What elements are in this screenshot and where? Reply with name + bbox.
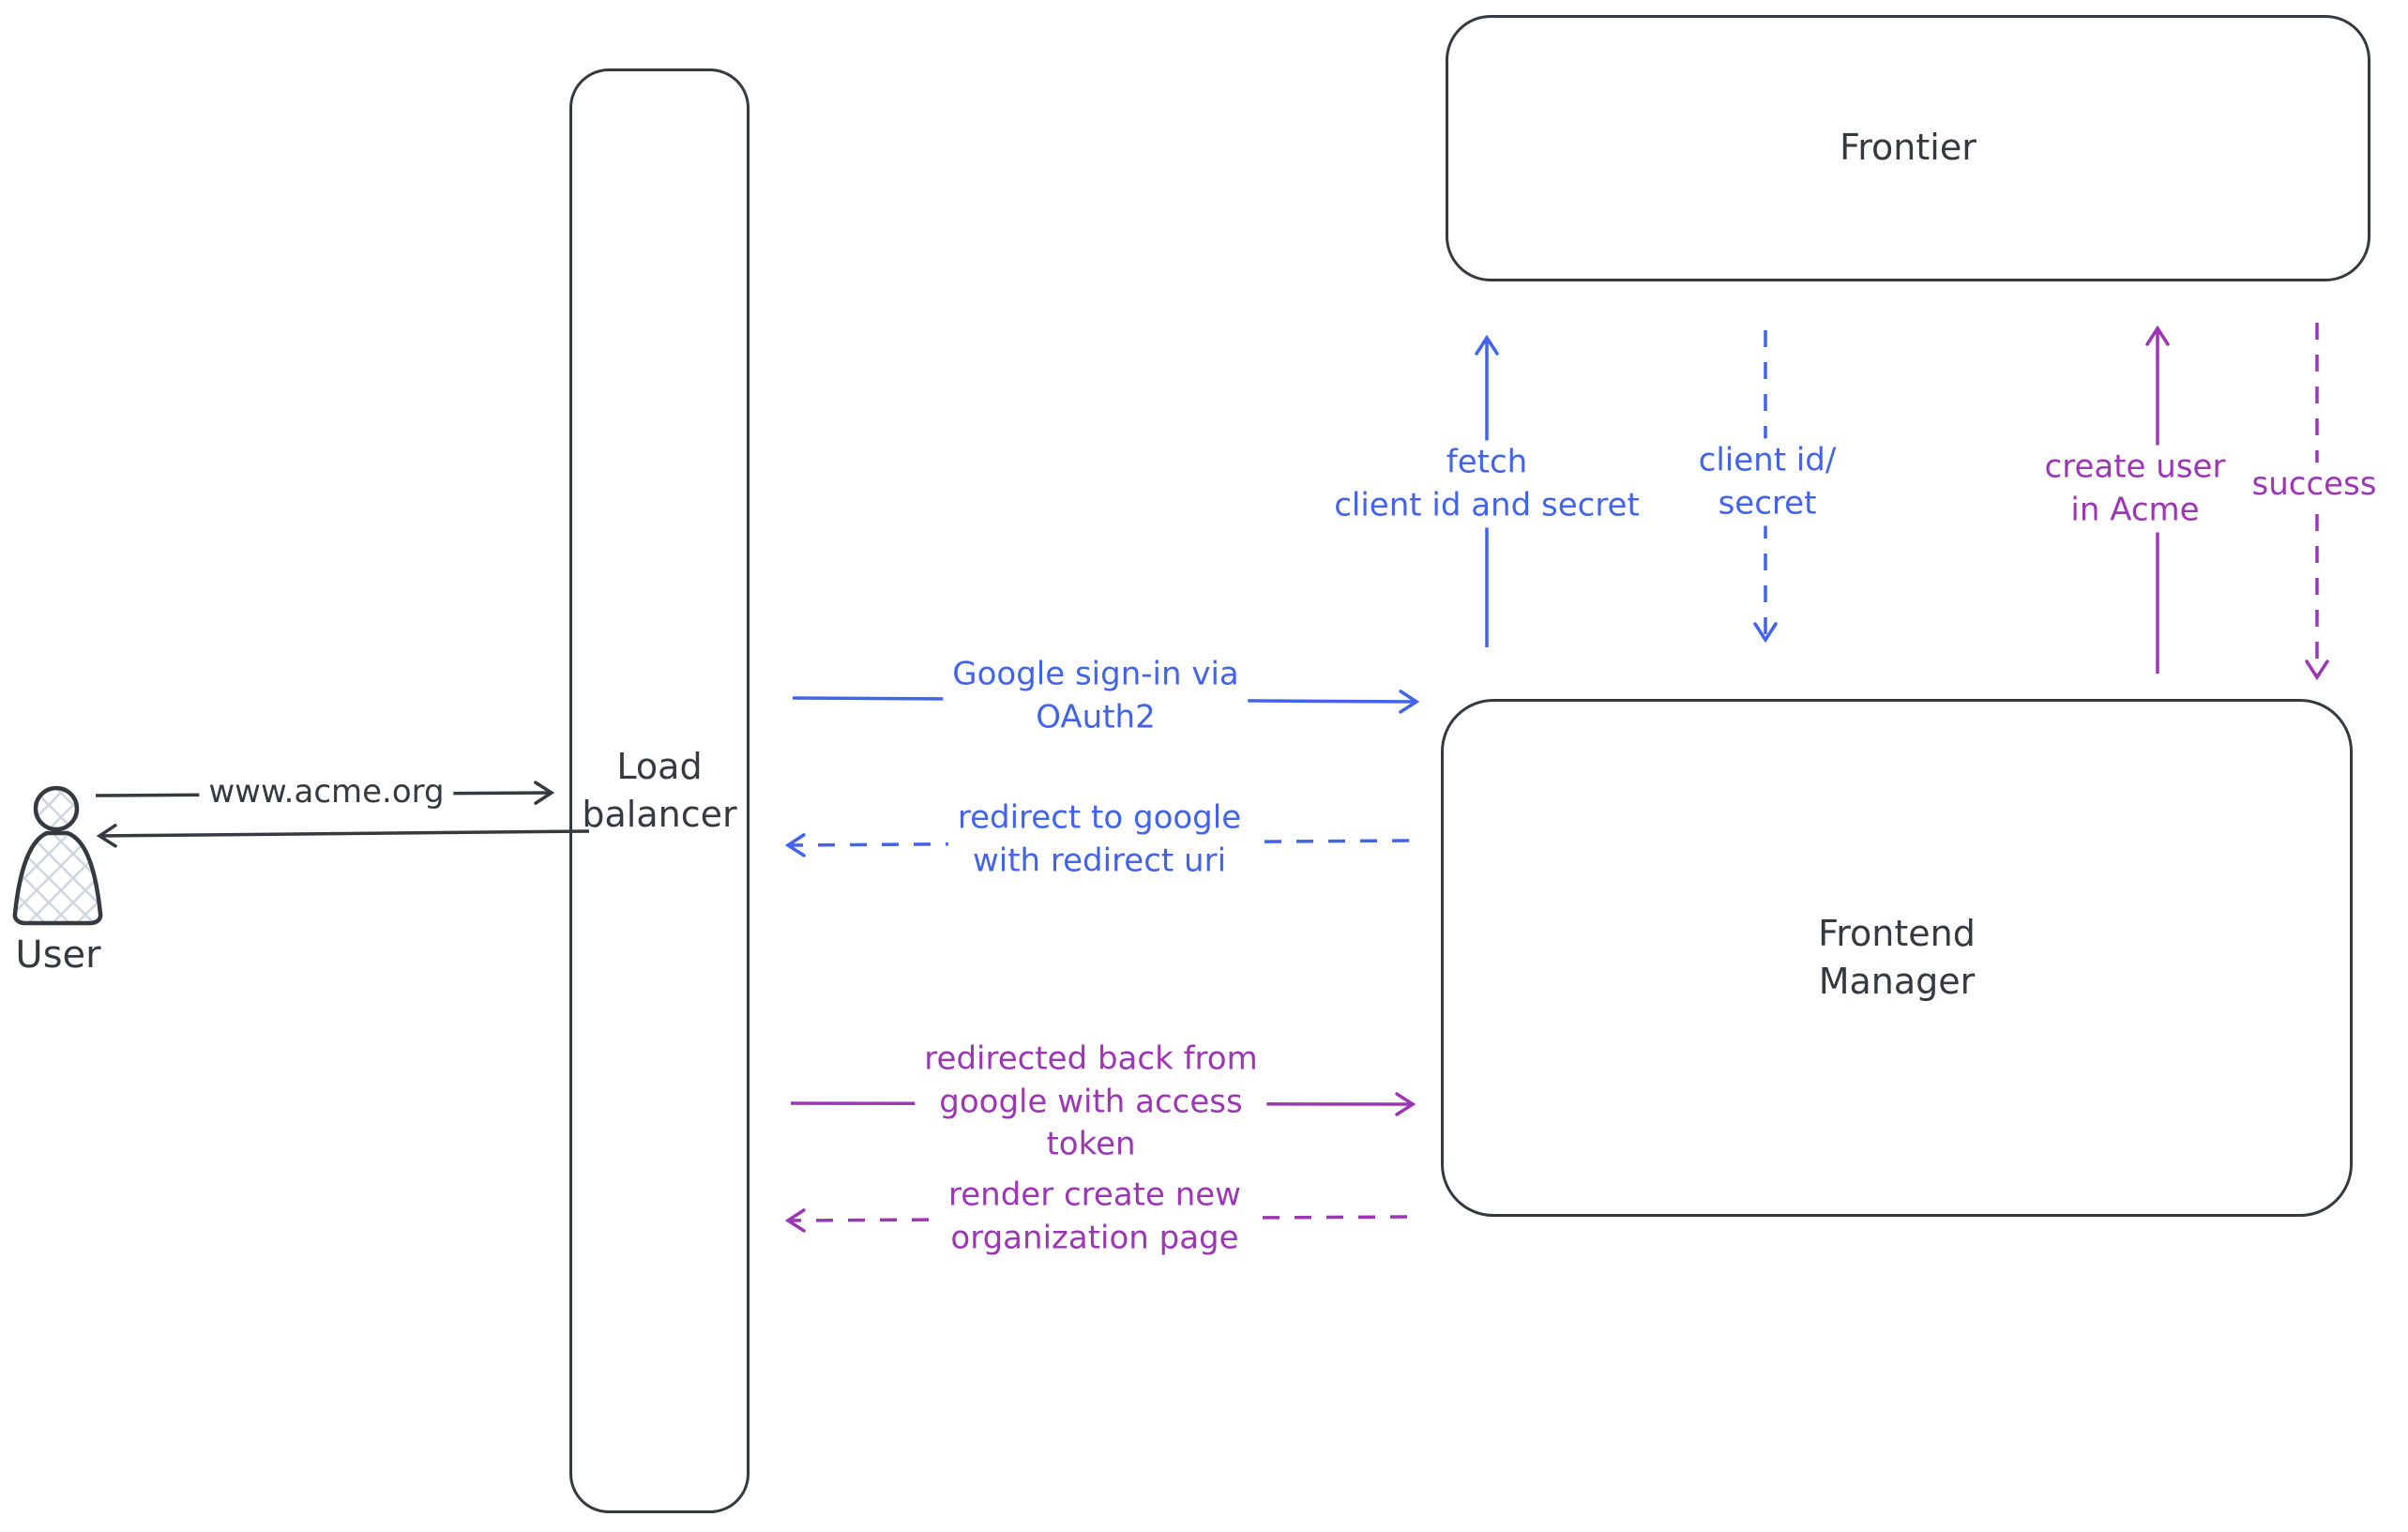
arrow-redirected-back-label: redirected back from google with access … — [915, 1037, 1267, 1168]
load-balancer-label: Load balancer — [582, 745, 737, 835]
arrow-render-page — [784, 1208, 1408, 1233]
frontend-manager-label: Frontend Manager — [1818, 912, 1976, 1002]
arrow-render-page-label: render create new organization page — [939, 1173, 1250, 1261]
arrow-fetch-client-label: fetch client id and secret — [1325, 440, 1649, 528]
arrow-lb-to-user — [96, 824, 590, 848]
frontier-node: Frontier — [1446, 15, 2370, 281]
frontier-label: Frontier — [1840, 127, 1976, 169]
frontend-manager-node: Frontend Manager — [1441, 699, 2353, 1217]
arrow-client-id-secret-label: client id/ secret — [1689, 438, 1846, 526]
arrow-www-acme-label: www.acme.org — [199, 770, 454, 815]
arrow-create-user-label: create user in Acme — [2035, 445, 2235, 533]
user-label: User — [15, 933, 101, 977]
arrow-redirect-google — [784, 833, 1410, 857]
arrow-success-label: success — [2242, 463, 2386, 508]
user-figure-icon — [12, 785, 103, 926]
arrow-google-signin-label: Google sign-in via OAuth2 — [943, 652, 1249, 740]
load-balancer-node: Load balancer — [569, 68, 750, 1513]
arrow-redirect-google-label: redirect to google with redirect uri — [947, 796, 1251, 884]
